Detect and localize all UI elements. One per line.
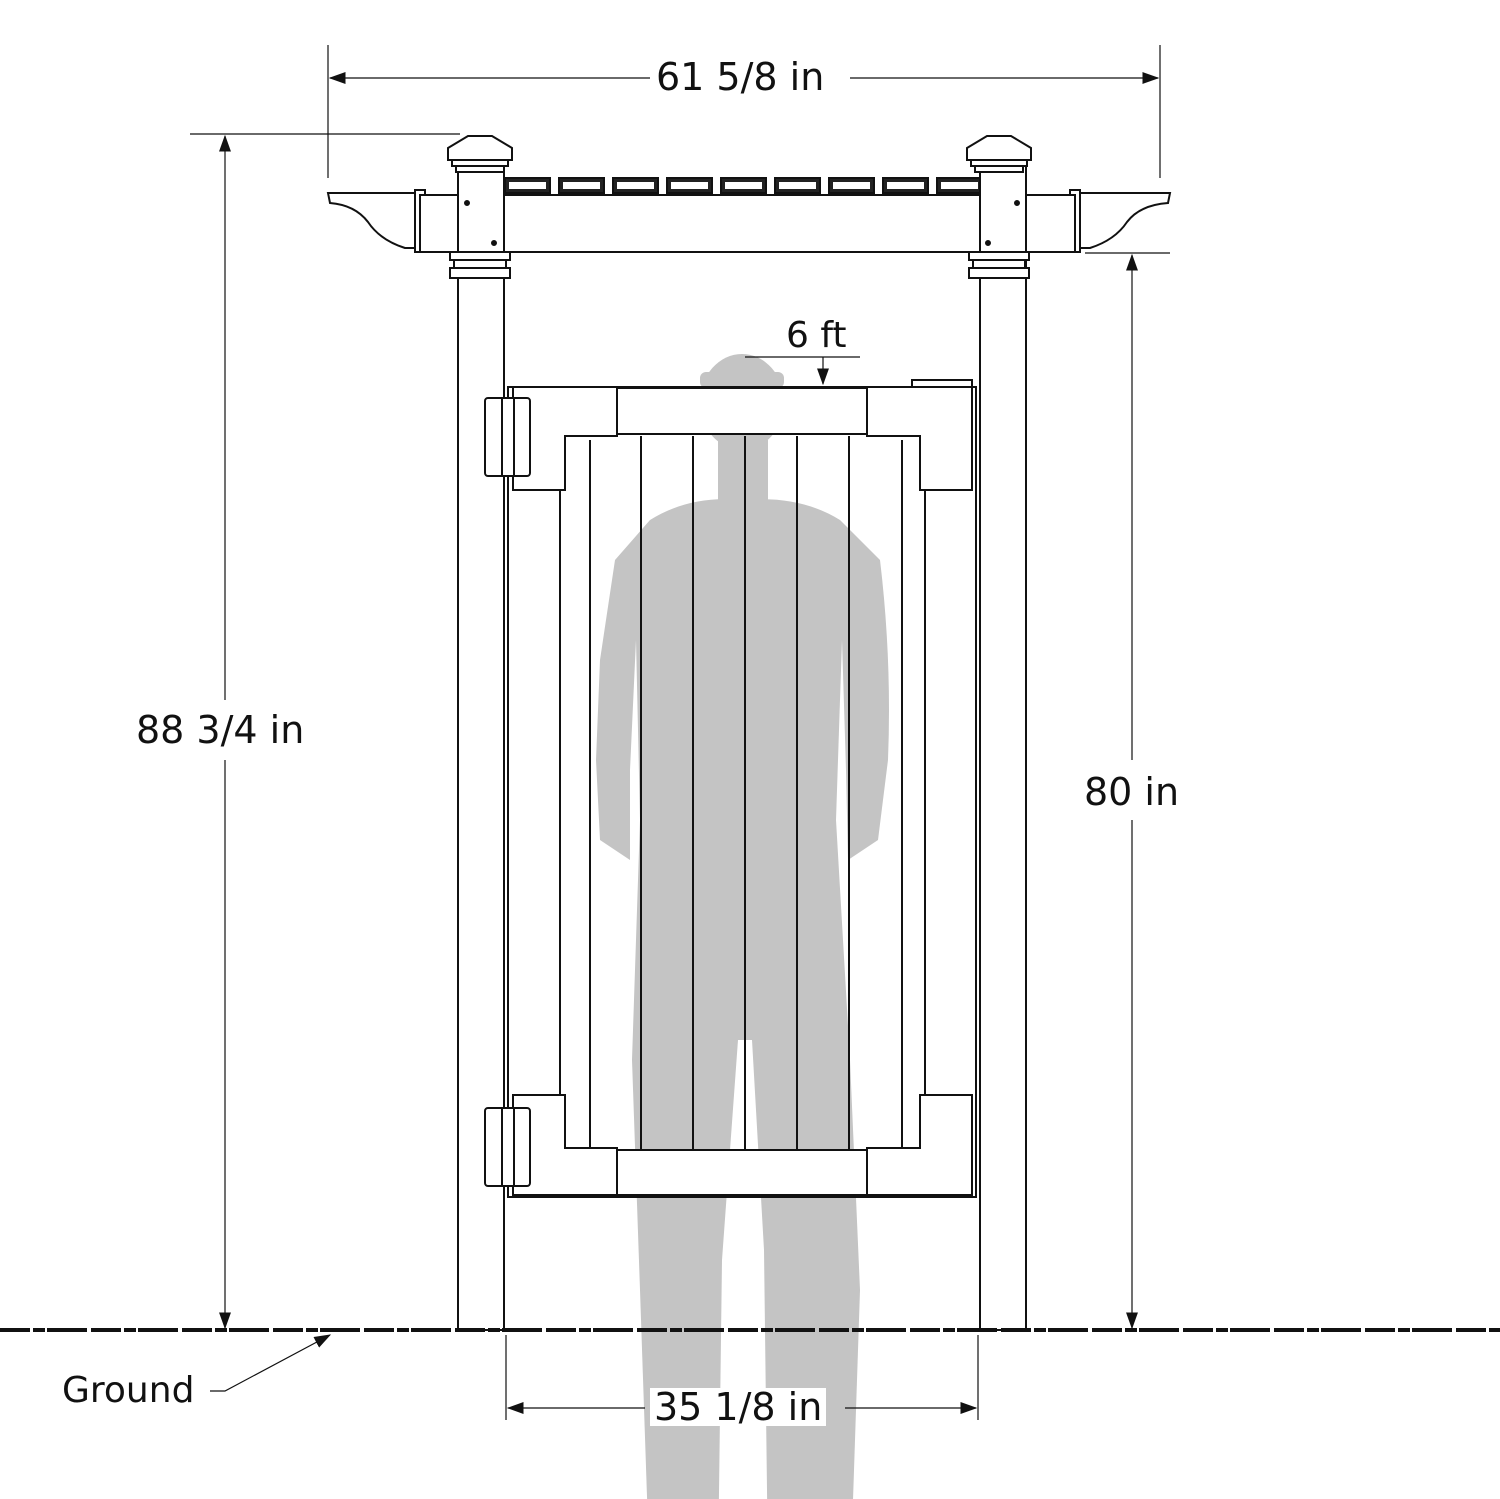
post-cap-left <box>447 135 513 279</box>
hinge-bottom <box>484 1107 531 1187</box>
person-silhouette <box>596 354 889 1499</box>
latch <box>911 379 973 388</box>
top-beam <box>326 189 1172 253</box>
hinge-top <box>484 397 531 477</box>
person-height-label: 6 ft <box>786 315 847 356</box>
overall-height-label: 88 3/4 in <box>132 711 309 749</box>
opening-width-label: 35 1/8 in <box>650 1388 827 1426</box>
clearance-height-label: 80 in <box>1080 773 1184 811</box>
lattice-slats <box>504 177 983 194</box>
post-cap-right <box>966 135 1032 279</box>
right-post <box>979 164 1027 1331</box>
overall-width-label: 61 5/8 in <box>652 58 829 96</box>
ground-label: Ground <box>62 1370 195 1411</box>
